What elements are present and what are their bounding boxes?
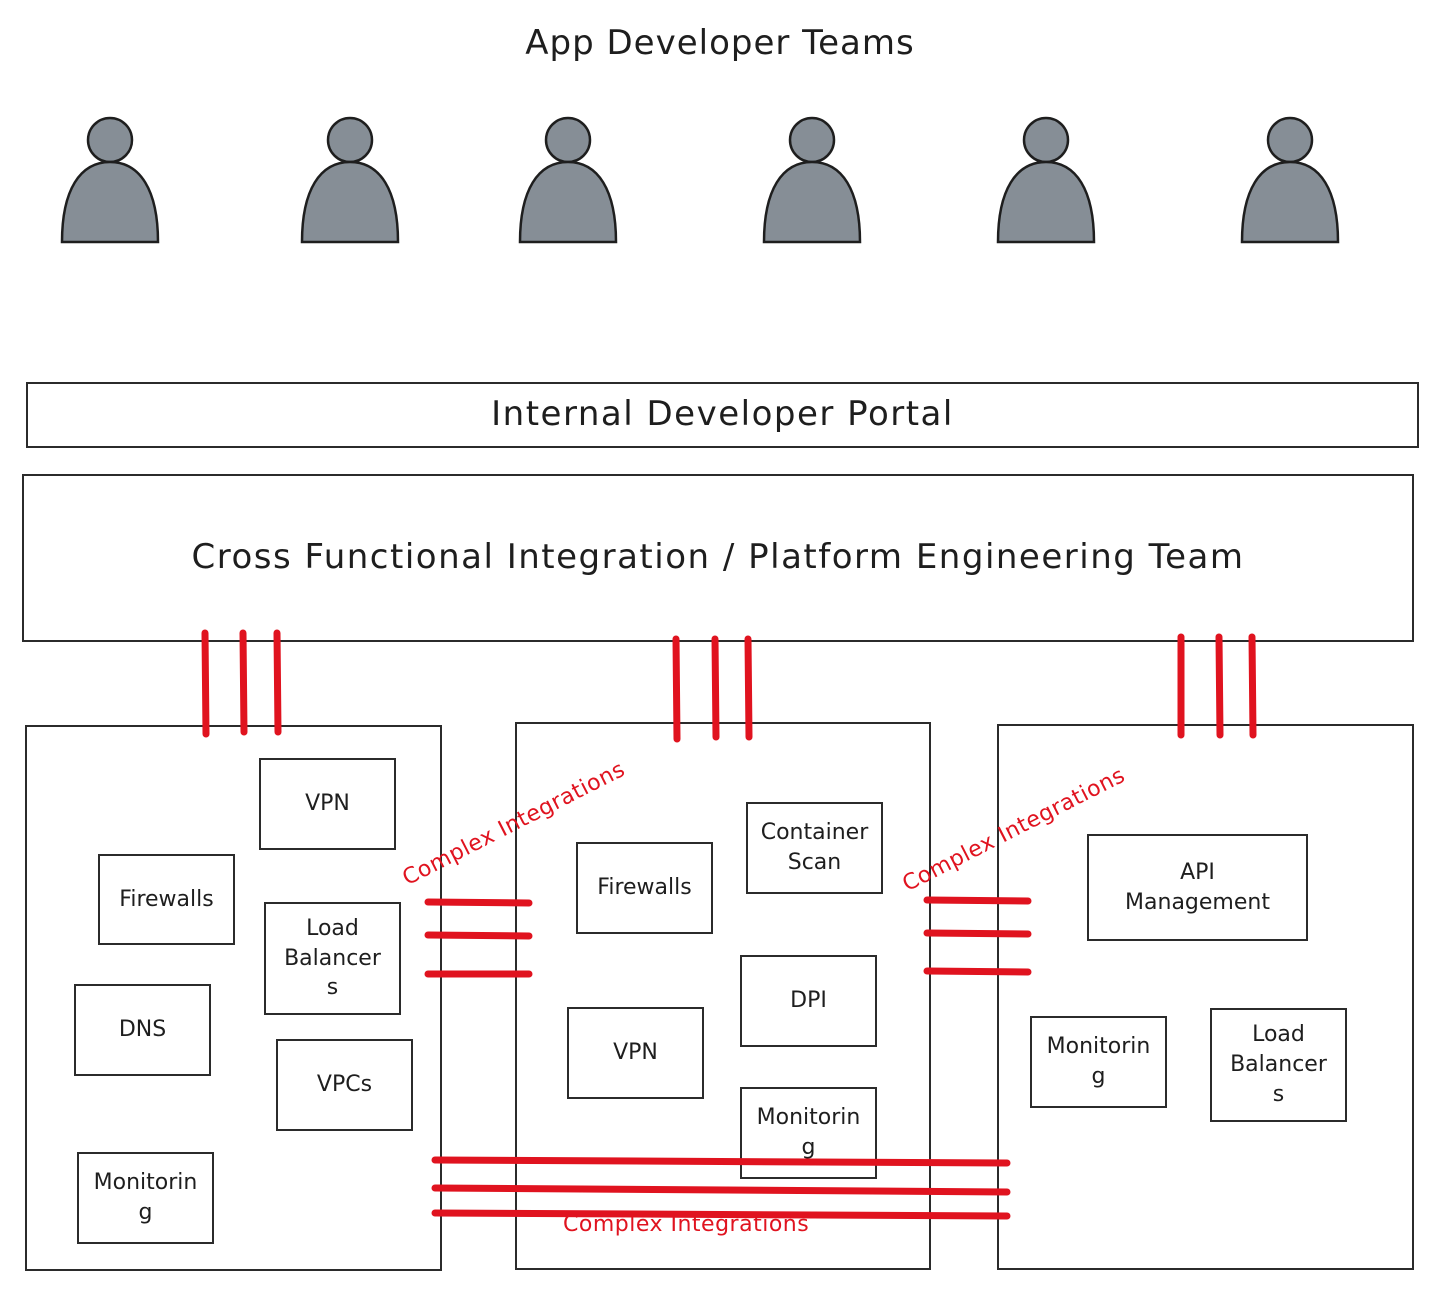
component-label: Firewalls — [597, 875, 692, 901]
developer-icon — [1240, 116, 1340, 244]
component-box: VPN — [567, 1007, 704, 1099]
platform-team-label: Cross Functional Integration / Platform … — [191, 537, 1245, 578]
component-box: Monitorin g — [77, 1152, 214, 1244]
component-label: VPN — [305, 791, 350, 817]
infrastructure-group-3 — [997, 724, 1414, 1270]
component-label: DNS — [118, 1017, 167, 1043]
connector-line — [273, 629, 282, 736]
connector-line — [431, 1156, 1011, 1167]
infrastructure-group-1 — [25, 725, 442, 1271]
portal-label: Internal Developer Portal — [491, 394, 954, 435]
component-box: Monitorin g — [1030, 1016, 1167, 1108]
component-box: DPI — [740, 955, 877, 1047]
connector-line — [1215, 633, 1224, 739]
connector-line — [744, 635, 753, 741]
connector-line — [711, 635, 720, 741]
component-label: DPI — [790, 988, 827, 1014]
component-label: Monitorin g — [1046, 1034, 1151, 1089]
component-box: Load Balancer s — [1210, 1008, 1347, 1122]
connector-line — [672, 635, 681, 743]
developer-icons — [60, 116, 1340, 244]
component-label: Monitorin g — [756, 1105, 861, 1160]
connector-line — [239, 629, 248, 736]
component-box: Container Scan — [746, 802, 883, 894]
developer-icon — [996, 116, 1096, 244]
component-label: Load Balancer s — [1230, 1022, 1327, 1107]
infrastructure-group-2 — [515, 722, 931, 1270]
component-label: API Management — [1125, 859, 1270, 915]
component-box: Firewalls — [576, 842, 713, 934]
connector-line — [201, 629, 210, 738]
component-box: Monitorin g — [740, 1087, 877, 1179]
connector-line — [431, 1209, 1011, 1220]
component-box: API Management — [1087, 834, 1308, 941]
developer-icon — [300, 116, 400, 244]
component-label: Monitorin g — [93, 1170, 198, 1225]
component-box: VPN — [259, 758, 396, 850]
connector-line — [424, 898, 533, 907]
developer-icon — [762, 116, 862, 244]
connector-line — [424, 931, 533, 940]
connector-line — [923, 967, 1032, 976]
component-box: VPCs — [276, 1039, 413, 1131]
developer-icon — [518, 116, 618, 244]
connector-line — [923, 929, 1032, 938]
component-label: Load Balancer s — [284, 915, 381, 1001]
component-label: Firewalls — [119, 886, 214, 912]
component-label: VPCs — [316, 1072, 373, 1098]
connector-line — [1248, 633, 1257, 739]
component-box: DNS — [74, 984, 211, 1076]
component-box: Load Balancer s — [264, 902, 401, 1015]
component-label: Container Scan — [760, 820, 869, 875]
connector-line — [923, 896, 1032, 905]
integration-label: Complex Integrations — [563, 1212, 810, 1237]
page-title: App Developer Teams — [525, 23, 915, 64]
developer-icon — [60, 116, 160, 244]
internal-developer-portal-box: Internal Developer Portal — [26, 382, 1419, 448]
component-box: Firewalls — [98, 854, 235, 945]
connector-line — [431, 1184, 1011, 1196]
component-label: VPN — [613, 1040, 658, 1066]
